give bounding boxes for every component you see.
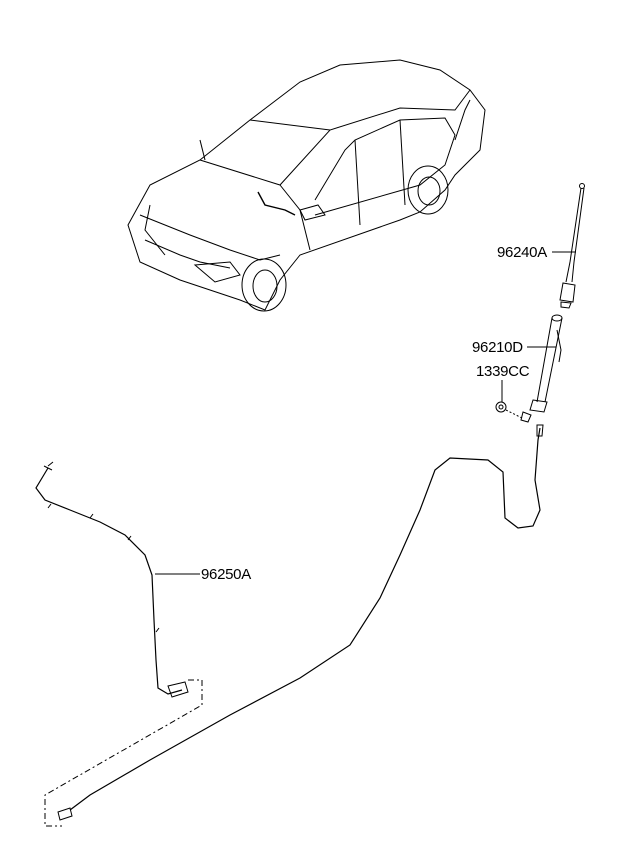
car-illustration (127, 59, 486, 312)
part-label-96210D: 96210D (472, 339, 523, 356)
part-label-1339CC: 1339CC (476, 363, 530, 380)
part-label-96240A: 96240A (497, 244, 547, 261)
main-cable (69, 427, 541, 811)
antenna-mast (559, 183, 585, 309)
cable-end-connector (57, 807, 73, 821)
cable-connector (536, 424, 544, 437)
feeder-cable (35, 461, 189, 698)
leader-lines (155, 251, 576, 575)
reference-dashed-line (44, 679, 203, 827)
nut (495, 401, 523, 419)
part-label-96250A: 96250A (201, 566, 251, 583)
